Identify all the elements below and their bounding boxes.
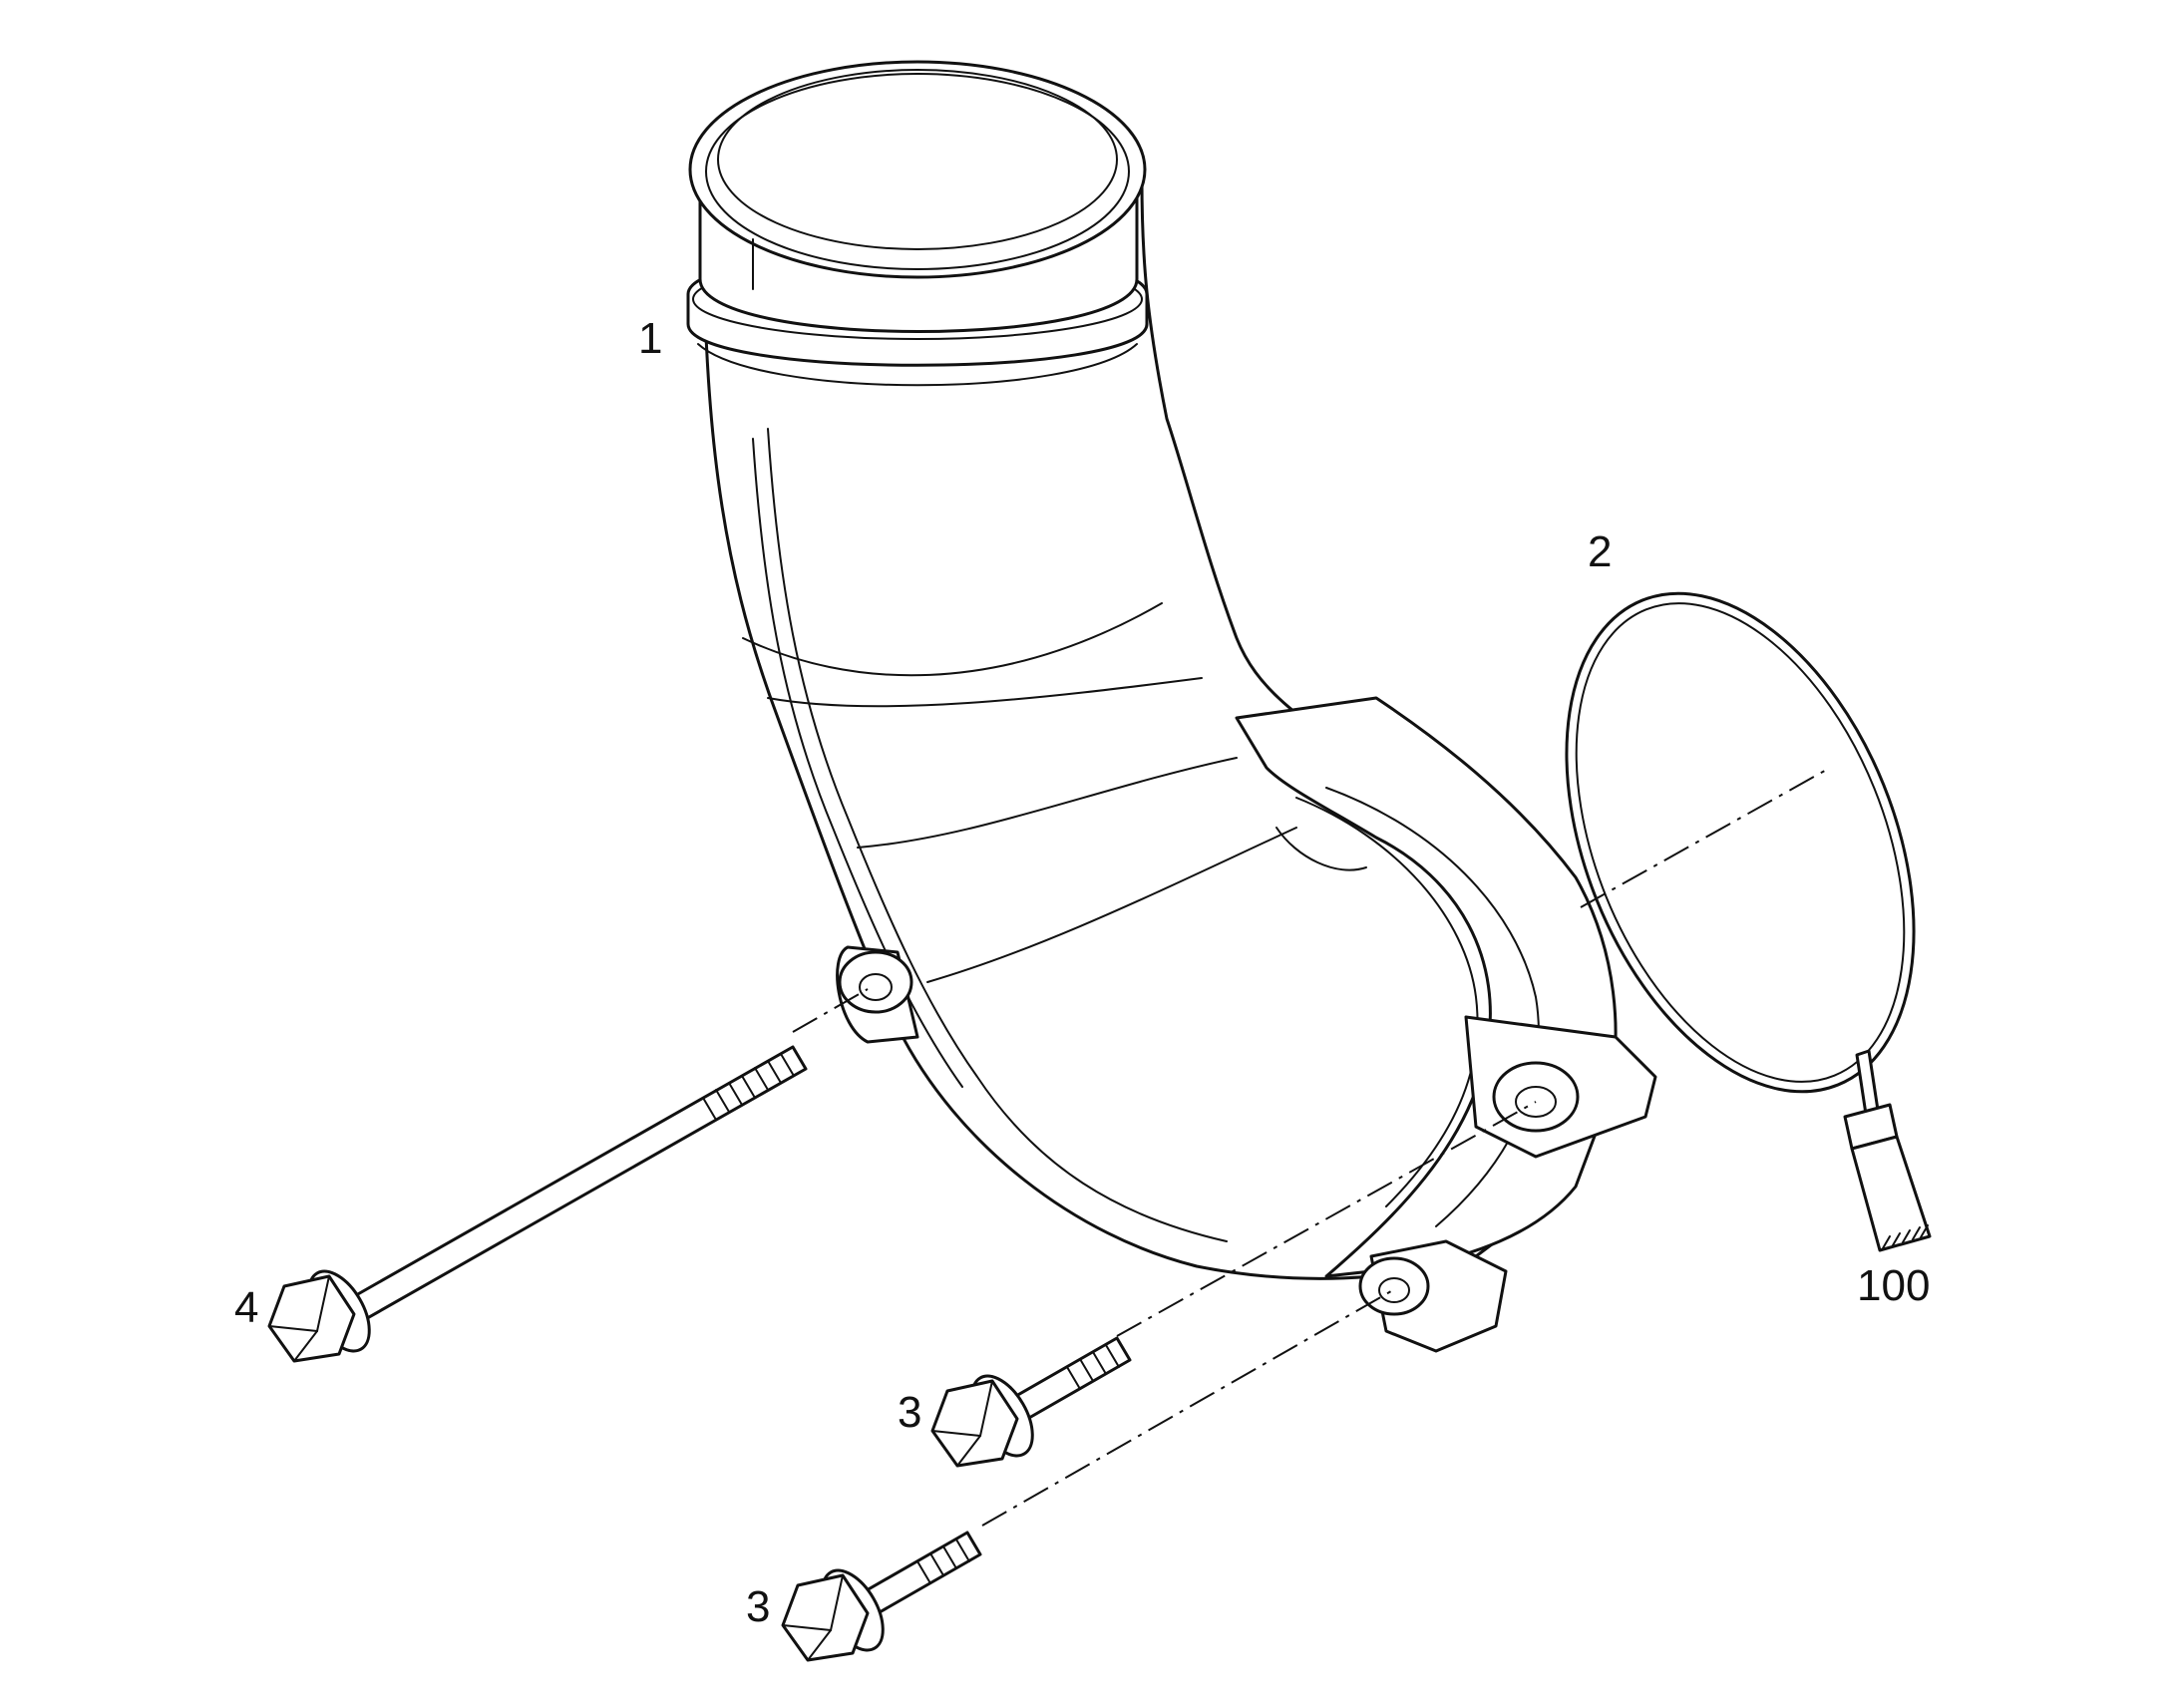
callout-100: 100 (1857, 1261, 1931, 1310)
callout-3-upper: 3 (898, 1388, 922, 1437)
callout-2: 2 (1588, 527, 1613, 576)
callout-1: 1 (638, 314, 663, 363)
callout-3-lower: 3 (746, 1582, 771, 1631)
callout-4: 4 (234, 1283, 259, 1332)
assembly-centerlines (792, 767, 1831, 1527)
sealant-tube (1843, 1049, 1932, 1252)
short-bolt-lower (781, 1531, 982, 1662)
elbow-pipe (686, 60, 1657, 1353)
o-ring (1565, 591, 1916, 1094)
long-stud-bolt (267, 1045, 808, 1363)
short-bolt-upper (930, 1336, 1132, 1468)
